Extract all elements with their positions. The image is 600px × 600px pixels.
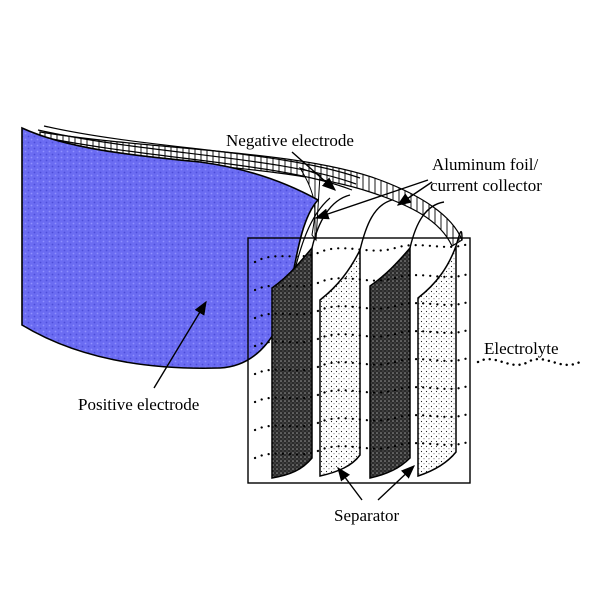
label-aluminum-foil-line2: current collector — [430, 176, 542, 195]
arrow-negative-electrode — [291, 151, 337, 191]
arrow-aluminum-foil-2 — [396, 181, 433, 206]
negative-electrode-layer-2 — [369, 245, 411, 479]
separator-layer-1 — [319, 249, 361, 477]
label-positive-electrode: Positive electrode — [78, 395, 199, 414]
label-negative-electrode: Negative electrode — [226, 131, 354, 150]
cutaway-box — [247, 237, 471, 484]
arrow-positive-electrode — [153, 300, 207, 389]
label-electrolyte: Electrolyte — [484, 339, 559, 358]
arrow-separator-1 — [337, 466, 363, 501]
arrow-separator-2 — [377, 465, 416, 501]
electrolyte-wave — [476, 357, 582, 367]
label-arrows — [153, 151, 433, 501]
negative-electrode-layer-1 — [271, 245, 313, 479]
arrow-aluminum-foil-1 — [314, 179, 429, 220]
label-separator: Separator — [334, 506, 399, 525]
electrolyte-dots — [253, 242, 470, 460]
positive-electrode-sheet — [21, 125, 361, 370]
label-aluminum-foil-line1: Aluminum foil/ — [432, 155, 539, 174]
